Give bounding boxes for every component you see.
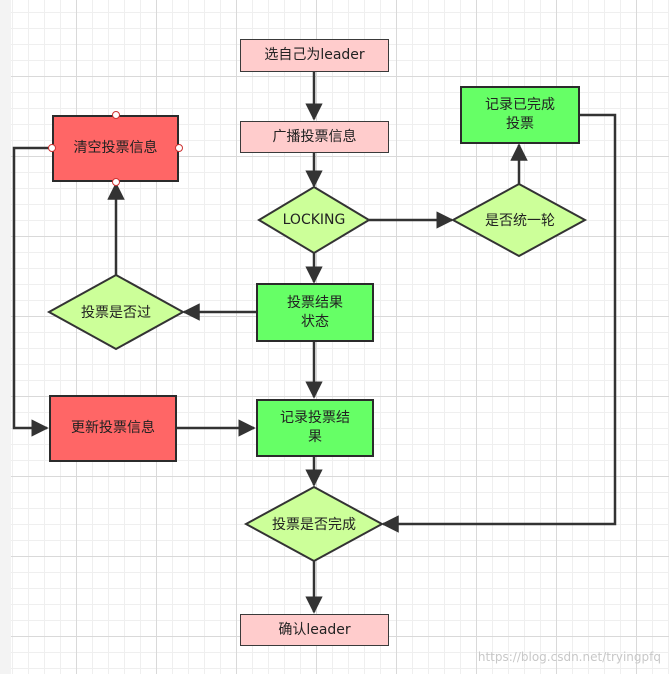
node-result-state[interactable]: 投票结果 状态 <box>256 283 374 342</box>
node-record-done[interactable]: 记录已完成 投票 <box>460 86 580 144</box>
node-confirm-leader[interactable]: 确认leader <box>240 614 389 646</box>
selection-handle[interactable] <box>175 144 183 152</box>
node-vote-outdated[interactable]: 投票是否过 <box>81 305 151 321</box>
node-broadcast[interactable]: 广播投票信息 <box>240 121 389 153</box>
edge-clear-to-update <box>12 146 52 437</box>
decision-vote-done <box>243 485 385 563</box>
edge-recorddone-to-done <box>381 113 617 533</box>
selection-handle[interactable] <box>48 144 56 152</box>
decision-vote-outdated <box>46 273 186 351</box>
node-is-round[interactable]: 是否统一轮 <box>485 213 555 229</box>
node-clear-info[interactable]: 清空投票信息 <box>52 115 179 182</box>
node-locking[interactable]: LOCKING <box>282 212 346 228</box>
canvas-margin <box>0 0 11 674</box>
selection-handle[interactable] <box>112 178 120 186</box>
node-self-elect[interactable]: 选自己为leader <box>240 39 389 72</box>
node-vote-done[interactable]: 投票是否完成 <box>272 517 356 533</box>
watermark: https://blog.csdn.net/tryingpfq <box>477 650 661 664</box>
decision-locking <box>257 185 371 255</box>
node-record-result[interactable]: 记录投票结 果 <box>256 399 374 457</box>
node-update-info[interactable]: 更新投票信息 <box>49 395 177 462</box>
selection-handle[interactable] <box>112 111 120 119</box>
decision-is-round <box>450 182 588 258</box>
